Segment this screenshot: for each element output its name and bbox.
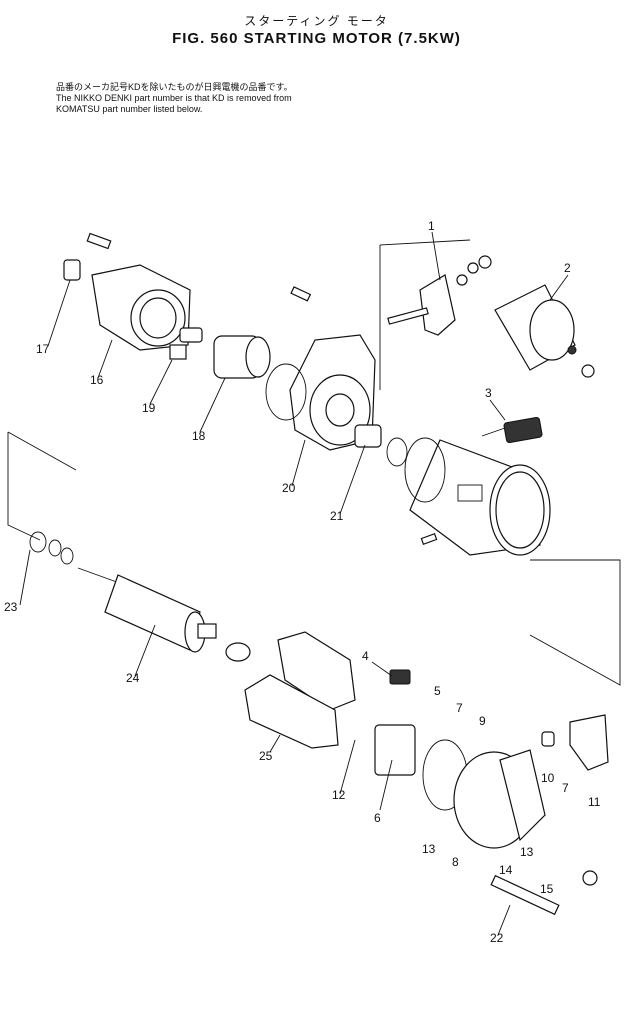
callout-22: 22 <box>490 931 504 945</box>
callout-2: 2 <box>564 261 571 275</box>
callout-12: 12 <box>332 788 346 802</box>
rear-cover-part <box>422 714 609 916</box>
callout-1: 1 <box>428 219 435 233</box>
solenoid-part <box>494 284 595 378</box>
drive-housing-part <box>63 232 191 351</box>
callout-17: 17 <box>36 342 50 356</box>
callout-7: 7 <box>456 701 463 715</box>
figure-title: FIG. 560 STARTING MOTOR (7.5KW) <box>172 30 461 47</box>
pinion-part <box>169 327 271 379</box>
callout-labels: 1 2 3 4 5 6 7 8 9 10 11 12 13 14 15 16 1… <box>4 219 601 945</box>
callout-10: 10 <box>541 771 555 785</box>
lever-part <box>387 255 492 336</box>
callout-15: 15 <box>540 882 554 896</box>
callout-5: 5 <box>434 684 441 698</box>
brush-holder-part <box>244 631 416 776</box>
callout-6: 6 <box>374 811 381 825</box>
armature-part <box>29 531 251 662</box>
callout-25: 25 <box>259 749 273 763</box>
callout-4: 4 <box>362 649 369 663</box>
callout-7b: 7 <box>562 781 569 795</box>
note-line-1: The NIKKO DENKI part number is that KD i… <box>56 93 292 103</box>
callout-18: 18 <box>192 429 206 443</box>
guide-lines <box>7 239 621 686</box>
callout-11: 11 <box>588 795 601 809</box>
callout-19: 19 <box>142 401 156 415</box>
leader-lines <box>19 231 569 936</box>
callout-3: 3 <box>485 386 492 400</box>
callout-13b: 13 <box>520 845 534 859</box>
note-line-2: KOMATSU part number listed below. <box>56 104 203 114</box>
callout-23: 23 <box>4 600 18 614</box>
title-japanese: スターティング モータ <box>244 14 389 28</box>
callout-13: 13 <box>422 842 436 856</box>
callout-9: 9 <box>479 714 486 728</box>
lead-wire-part <box>481 417 543 443</box>
callout-14: 14 <box>499 863 513 877</box>
callout-21: 21 <box>330 509 344 523</box>
yoke-part <box>404 437 551 556</box>
callout-16: 16 <box>90 373 104 387</box>
callout-24: 24 <box>126 671 140 685</box>
center-housing-part <box>265 286 408 467</box>
callout-20: 20 <box>282 481 296 495</box>
callout-8: 8 <box>452 855 459 869</box>
note-japanese: 品番のメーカ記号KDを除いたものが日興電機の品番です。 <box>56 82 293 92</box>
